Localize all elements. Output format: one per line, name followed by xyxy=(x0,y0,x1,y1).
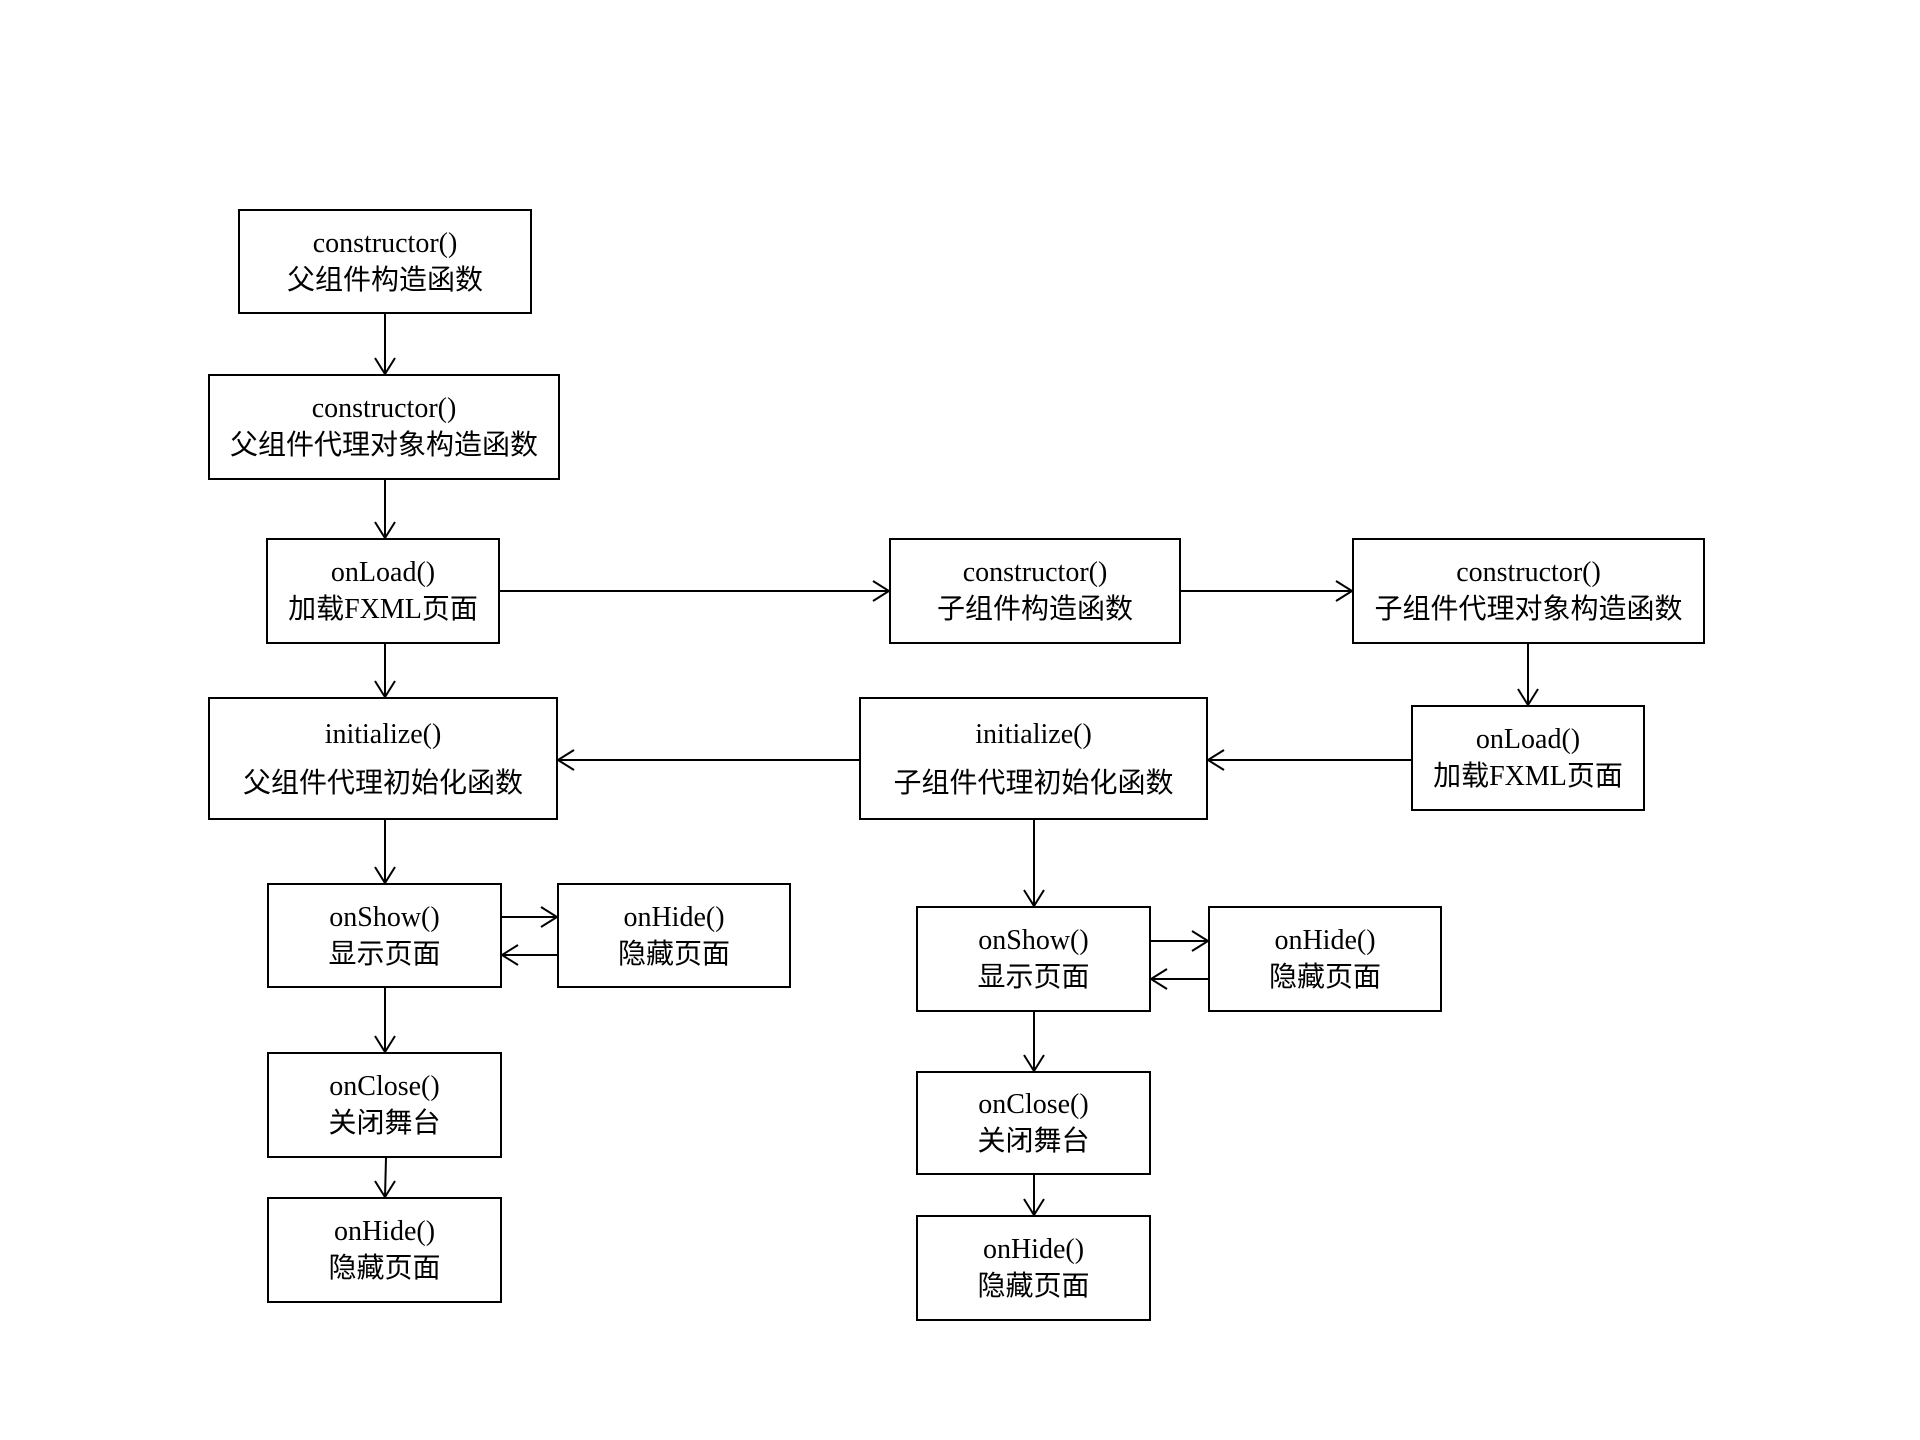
node-description-label: 显示页面 xyxy=(328,938,441,970)
node-parent-onclose: onClose() 关闭舞台 xyxy=(267,1052,502,1158)
edge-parent-proxy-ctor-to-parent-onload xyxy=(374,480,396,540)
node-method-label: onShow() xyxy=(329,901,440,933)
edge-parent-onload-to-child-ctor xyxy=(500,580,891,602)
edge-parent-onclose-to-parent-onhide xyxy=(374,1157,396,1199)
node-parent-onload: onLoad() 加载FXML页面 xyxy=(266,538,500,644)
edge-parent-onshow-to-parent-onclose xyxy=(374,988,396,1054)
node-parent-onhide: onHide() 隐藏页面 xyxy=(267,1197,502,1303)
node-parent-onshow: onShow() 显示页面 xyxy=(267,883,502,988)
node-child-onhide: onHide() 隐藏页面 xyxy=(916,1215,1151,1321)
node-description-label: 隐藏页面 xyxy=(328,1253,441,1284)
edge-child-onshow-to-child-onclose xyxy=(1023,1012,1045,1073)
node-method-label: onClose() xyxy=(329,1071,440,1102)
edge-parent-onshow-to-parent-onhide-side xyxy=(502,906,559,928)
edge-child-proxy-ctor-to-child-onload xyxy=(1517,644,1539,707)
edge-child-init-to-parent-init xyxy=(556,749,859,771)
edge-child-onshow-to-child-onhide-side xyxy=(1151,930,1210,952)
node-description-label: 加载FXML页面 xyxy=(1433,761,1623,792)
edge-child-onclose-to-child-onhide xyxy=(1023,1175,1045,1217)
node-parent-onhide-side: onHide() 隐藏页面 xyxy=(557,883,791,988)
node-method-label: onHide() xyxy=(333,1216,436,1247)
node-method-label: constructor() xyxy=(962,557,1108,588)
node-child-onshow: onShow() 显示页面 xyxy=(916,906,1151,1012)
edge-parent-onhide-side-to-parent-onshow xyxy=(500,944,557,966)
node-description-label: 隐藏页面 xyxy=(617,938,730,970)
node-child-onhide-side: onHide() 隐藏页面 xyxy=(1208,906,1442,1012)
node-method-label: constructor() xyxy=(1456,557,1601,588)
node-method-label: initialize() xyxy=(975,718,1092,750)
node-child-initialize: initialize() 子组件代理初始化函数 xyxy=(859,697,1208,820)
node-method-label: onLoad() xyxy=(330,557,436,588)
node-method-label: constructor() xyxy=(311,393,457,424)
node-method-label: onHide() xyxy=(1274,925,1376,956)
edge-child-onhide-side-to-child-onshow xyxy=(1149,968,1208,990)
node-description-label: 隐藏页面 xyxy=(1268,962,1381,993)
edge-child-init-to-child-onshow xyxy=(1023,820,1045,908)
node-parent-proxy-constructor: constructor() 父组件代理对象构造函数 xyxy=(208,374,560,480)
edge-child-onload-to-child-init xyxy=(1206,749,1411,771)
node-parent-constructor: constructor() 父组件构造函数 xyxy=(238,209,532,314)
node-parent-initialize: initialize() 父组件代理初始化函数 xyxy=(208,697,558,820)
node-description-label: 隐藏页面 xyxy=(977,1271,1090,1302)
node-child-constructor: constructor() 子组件构造函数 xyxy=(889,538,1181,644)
node-description-label: 加载FXML页面 xyxy=(288,594,478,625)
node-description-label: 子组件代理对象构造函数 xyxy=(1374,594,1683,625)
node-method-label: onHide() xyxy=(623,901,725,933)
node-description-label: 父组件代理初始化函数 xyxy=(242,767,523,799)
node-child-onload: onLoad() 加载FXML页面 xyxy=(1411,705,1645,811)
node-method-label: constructor() xyxy=(312,227,458,259)
edge-parent-ctor-to-parent-proxy-ctor xyxy=(374,314,396,376)
node-method-label: initialize() xyxy=(324,718,442,750)
edge-parent-onload-to-parent-init xyxy=(374,644,396,699)
node-description-label: 子组件构造函数 xyxy=(936,594,1133,625)
node-description-label: 显示页面 xyxy=(977,962,1090,993)
node-description-label: 关闭舞台 xyxy=(328,1108,441,1139)
node-child-onclose: onClose() 关闭舞台 xyxy=(916,1071,1151,1175)
node-description-label: 父组件构造函数 xyxy=(286,264,483,296)
node-method-label: onClose() xyxy=(978,1089,1089,1120)
node-method-label: onHide() xyxy=(982,1234,1085,1265)
node-method-label: onLoad() xyxy=(1475,724,1581,755)
node-description-label: 父组件代理对象构造函数 xyxy=(229,430,538,461)
node-description-label: 子组件代理初始化函数 xyxy=(893,767,1174,799)
edge-child-ctor-to-child-proxy-ctor xyxy=(1181,580,1354,602)
node-description-label: 关闭舞台 xyxy=(977,1126,1090,1157)
node-method-label: onShow() xyxy=(978,925,1089,956)
node-child-proxy-constructor: constructor() 子组件代理对象构造函数 xyxy=(1352,538,1705,644)
edge-parent-init-to-parent-onshow xyxy=(374,820,396,885)
